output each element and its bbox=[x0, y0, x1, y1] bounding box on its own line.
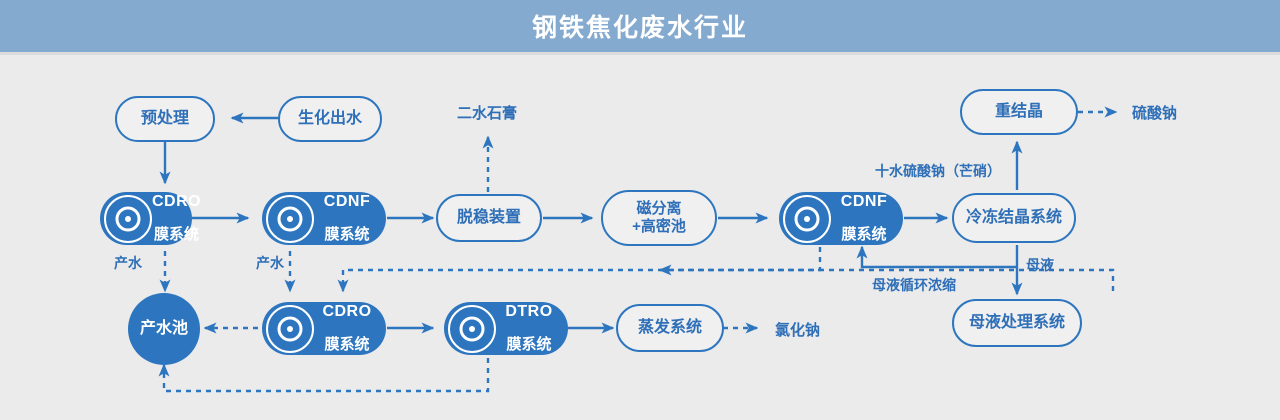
node-cdnf-mid[interactable]: CDNF 膜系统 bbox=[262, 192, 386, 245]
page-title: 钢铁焦化废水行业 bbox=[531, 14, 748, 42]
node-mother-liquor-system[interactable]: 母液处理系统 bbox=[952, 299, 1082, 347]
node-mother-liquor-system-label: 母液处理系统 bbox=[968, 313, 1065, 331]
node-destabilizer[interactable]: 脱稳装置 bbox=[436, 194, 542, 242]
node-cdnf-right[interactable]: CDNF 膜系统 bbox=[779, 192, 903, 245]
edge-label-product-water-2: 产水 bbox=[256, 255, 284, 271]
edge-label-mirabilite: 十水硫酸钠（芒硝） bbox=[875, 163, 1001, 179]
node-product-water-pool-label: 产水池 bbox=[139, 319, 188, 337]
edge-layer bbox=[158, 106, 1118, 393]
membrane-disc-icon bbox=[266, 304, 314, 353]
node-cdro-bottom-sub: 膜系统 bbox=[324, 336, 370, 354]
output-label-sodium-chloride: 氯化钠 bbox=[775, 322, 821, 339]
node-cdro-top[interactable]: CDRO 膜系统 bbox=[100, 192, 201, 245]
output-label-sodium-sulfate: 硫酸钠 bbox=[1132, 105, 1178, 122]
node-recrystallization-label: 重结晶 bbox=[994, 102, 1043, 120]
node-cdro-bottom-code: CDRO bbox=[322, 302, 372, 320]
node-cdro-top-code: CDRO bbox=[152, 192, 202, 210]
page-header: 钢铁焦化废水行业 bbox=[0, 0, 1280, 52]
node-cdnf-mid-code: CDNF bbox=[323, 192, 371, 210]
node-cdro-top-sub: 膜系统 bbox=[154, 226, 200, 244]
edge-dtro-to-pool bbox=[158, 358, 490, 393]
node-cdnf-right-code: CDNF bbox=[840, 192, 888, 210]
diagram-canvas: 预处理 生化出水 重结晶 CDRO 膜系统 CDNF 膜系统 脱稳装置 bbox=[0, 55, 1280, 420]
edge-mother-recycle bbox=[856, 245, 1017, 269]
node-cdnf-mid-sub: 膜系统 bbox=[324, 226, 370, 244]
header-divider bbox=[0, 52, 1280, 55]
membrane-disc-icon bbox=[448, 304, 496, 353]
edge-label-mother-liquor: 母液 bbox=[1026, 257, 1054, 273]
node-pretreatment-label: 预处理 bbox=[140, 109, 189, 127]
node-bio-effluent[interactable]: 生化出水 bbox=[278, 96, 382, 142]
node-cdnf-right-sub: 膜系统 bbox=[841, 226, 887, 244]
node-dtro-bottom-code: DTRO bbox=[505, 302, 553, 320]
node-dtro-bottom-sub: 膜系统 bbox=[506, 336, 552, 354]
edge-right-return-branch bbox=[658, 264, 1115, 291]
membrane-disc-icon bbox=[783, 194, 831, 243]
node-magnetic-separation[interactable]: 磁分离 +高密池 bbox=[601, 190, 717, 246]
node-pretreatment[interactable]: 预处理 bbox=[115, 96, 215, 142]
node-dtro-bottom[interactable]: DTRO 膜系统 bbox=[444, 302, 568, 355]
node-evaporation[interactable]: 蒸发系统 bbox=[616, 304, 724, 352]
edge-label-mother-recycle: 母液循环浓缩 bbox=[872, 277, 956, 293]
node-freeze-crystallization[interactable]: 冷冻结晶系统 bbox=[952, 193, 1076, 243]
membrane-disc-icon bbox=[104, 194, 152, 243]
node-evaporation-label: 蒸发系统 bbox=[637, 318, 702, 336]
membrane-disc-icon bbox=[266, 194, 314, 243]
edge-label-product-water-1: 产水 bbox=[114, 255, 142, 271]
node-recrystallization[interactable]: 重结晶 bbox=[960, 89, 1078, 135]
node-product-water-pool[interactable]: 产水池 bbox=[128, 293, 200, 365]
output-label-gypsum: 二水石膏 bbox=[457, 105, 518, 122]
node-cdro-bottom[interactable]: CDRO 膜系统 bbox=[262, 302, 386, 355]
node-freeze-crystallization-label: 冷冻结晶系统 bbox=[965, 208, 1062, 226]
node-destabilizer-label: 脱稳装置 bbox=[456, 208, 521, 226]
node-bio-effluent-label: 生化出水 bbox=[297, 109, 362, 127]
edge-cdnf-right-recycle bbox=[337, 247, 822, 293]
node-magnetic-separation-label: 磁分离 +高密池 bbox=[632, 200, 686, 235]
